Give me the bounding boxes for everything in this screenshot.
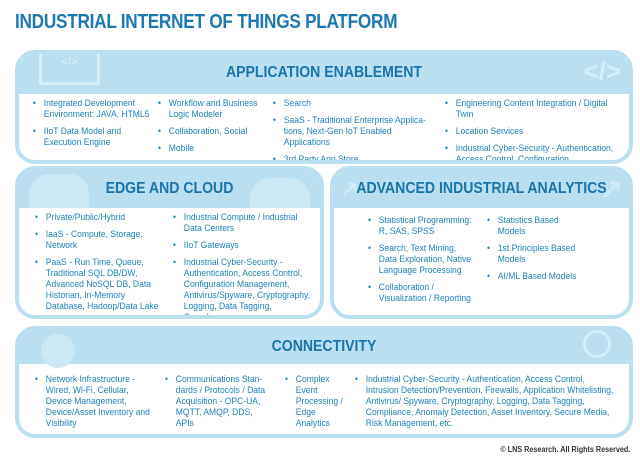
- list-item: IIoT Data Model and Execution Engine: [33, 126, 159, 148]
- list-item: Mobile: [158, 143, 268, 154]
- laptop-code-icon: </>: [39, 54, 100, 85]
- cloud-icon: [250, 178, 310, 208]
- application-enablement-heading: APPLICATION ENABLEMENT: [225, 64, 423, 81]
- list-item: Statistical Programming: R, SAS, SPSS: [368, 215, 476, 237]
- list-item: PaaS - Run Time, Queue, Traditional SQL …: [35, 257, 161, 312]
- list-item: Collaboration / Visualization / Reportin…: [368, 282, 476, 304]
- network-nodes-icon: [583, 330, 611, 358]
- app-col-2: Workflow and Business Logic Modeler Coll…: [158, 98, 268, 160]
- edge-and-cloud-heading: EDGE AND CLOUD: [105, 180, 234, 197]
- list-item: Industrial Cyber-Security - Authenticati…: [355, 374, 616, 429]
- page-title: INDUSTRIAL INTERNET OF THINGS PLATFORM: [15, 11, 398, 33]
- list-item: Network Infrastructure - Wired, Wi-Fi, C…: [35, 374, 152, 429]
- list-item: Search: [273, 98, 440, 109]
- list-item: 1st Principles Based Models: [487, 243, 586, 265]
- advanced-analytics-heading: ADVANCED INDUSTRIAL ANALYTICS: [356, 180, 607, 197]
- list-item: Statistics Based Models: [487, 215, 586, 237]
- advanced-analytics-panel: ↗ ↗ ADVANCED INDUSTRIAL ANALYTICS Statis…: [330, 166, 633, 319]
- list-item: Engineering Content Integration / Digita…: [445, 98, 621, 120]
- analytics-col-1: Statistical Programming: R, SAS, SPSS Se…: [368, 215, 476, 310]
- app-col-3: Search SaaS - Traditional Enterprise App…: [273, 98, 440, 160]
- list-item: Collaboration, Social: [158, 126, 268, 137]
- list-item: Workflow and Business Logic Modeler: [158, 98, 268, 120]
- trend-arrow-icon: ↗: [340, 176, 359, 201]
- app-col-1: Integrated Development Environment: JAVA…: [33, 98, 159, 154]
- app-col-4: Engineering Content Integration / Digita…: [445, 98, 621, 160]
- list-item: IaaS - Compute, Storage, Network: [35, 229, 161, 251]
- list-item: Integrated Development Environment: JAVA…: [33, 98, 159, 120]
- list-item: Complex Event Processing / Edge Analytic…: [285, 374, 348, 429]
- edge-col-1: Private/Public/Hybrid IaaS - Compute, St…: [35, 212, 161, 315]
- connectivity-panel: CONNECTIVITY Network Infrastructure - Wi…: [15, 326, 633, 438]
- code-brackets-icon: </>: [583, 56, 621, 86]
- conn-col-4: Industrial Cyber-Security - Authenticati…: [355, 374, 616, 434]
- conn-col-1: Network Infrastructure - Wired, Wi-Fi, C…: [35, 374, 152, 434]
- analytics-col-2: Statistics Based Models 1st Principles B…: [487, 215, 586, 288]
- conn-col-2: Communications Stan-dards / Protocols / …: [165, 374, 266, 434]
- edge-col-2: Industrial Compute / Industrial Data Cen…: [173, 212, 313, 315]
- list-item: 3rd Party App Store: [273, 154, 440, 160]
- connectivity-heading: CONNECTIVITY: [271, 338, 377, 355]
- conn-col-3: Complex Event Processing / Edge Analytic…: [285, 374, 348, 434]
- list-item: Communications Stan-dards / Protocols / …: [165, 374, 266, 429]
- list-item: Private/Public/Hybrid: [35, 212, 161, 223]
- edge-and-cloud-panel: EDGE AND CLOUD Private/Public/Hybrid Iaa…: [15, 166, 324, 319]
- list-item: IIoT Gateways: [173, 240, 313, 251]
- cloud-icon: [29, 174, 89, 208]
- list-item: Industrial Cyber-Security - Authenticati…: [445, 143, 621, 160]
- network-globe-icon: [41, 334, 75, 368]
- list-item: AI/ML Based Models: [487, 271, 586, 282]
- list-item: Industrial Compute / Industrial Data Cen…: [173, 212, 313, 234]
- application-enablement-panel: </> </> APPLICATION ENABLEMENT Integrate…: [15, 50, 633, 164]
- list-item: Search, Text Mining, Data Exploration, N…: [368, 243, 476, 276]
- list-item: SaaS - Traditional Enterprise Applica-ti…: [273, 115, 440, 148]
- list-item: Industrial Cyber-Security - Authenticati…: [173, 257, 313, 315]
- list-item: Location Services: [445, 126, 621, 137]
- trend-arrow-icon: ↗: [599, 173, 623, 204]
- copyright: © LNS Research. All Rights Reserved.: [500, 445, 630, 454]
